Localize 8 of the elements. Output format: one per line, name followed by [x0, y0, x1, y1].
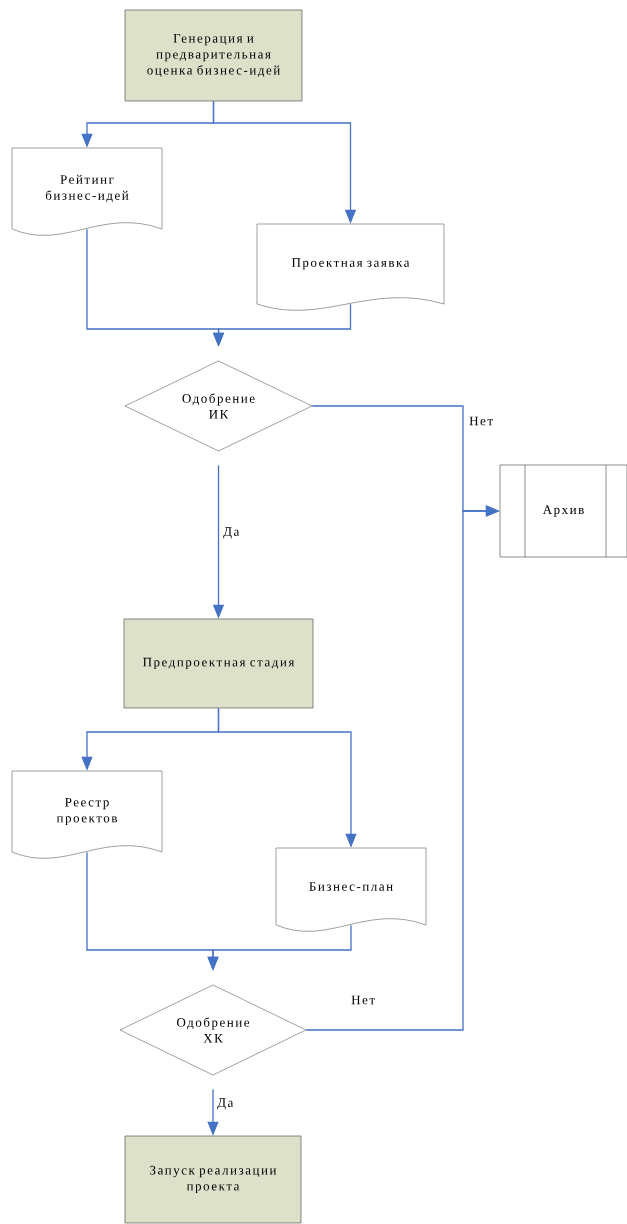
edge-label: Нет: [350, 994, 377, 1006]
edge-label: Нет: [468, 415, 495, 427]
process-box: Запуск реализации проекта: [124, 1135, 302, 1224]
process-box: Генерация и предварительная оценка бизнес-идей: [124, 9, 303, 102]
edge-label: Да: [216, 1097, 235, 1111]
edge-label: Да: [222, 526, 241, 540]
process-box: Предпроектная стадия: [123, 618, 314, 709]
archive-box: Архив: [499, 464, 627, 558]
